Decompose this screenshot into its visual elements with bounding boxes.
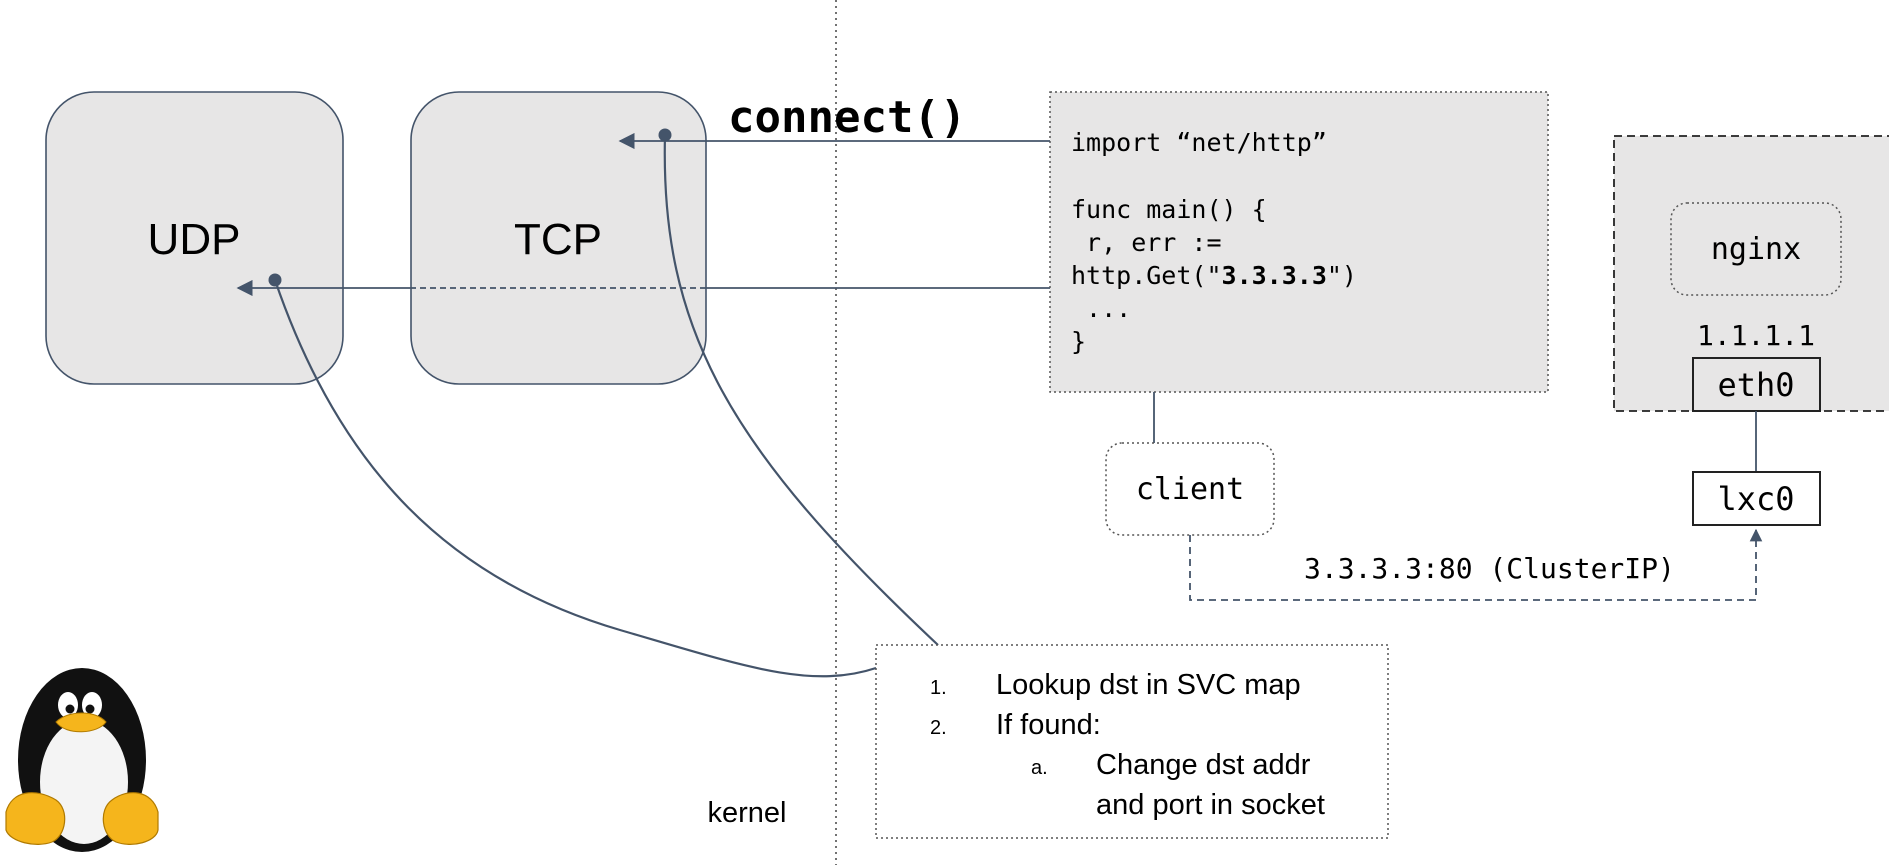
step2a-text-line1: Change dst addr — [1096, 749, 1311, 781]
code-get-ip: 3.3.3.3 — [1222, 261, 1327, 290]
eth0-box — [1692, 357, 1821, 412]
client-label: client — [1136, 472, 1244, 507]
step2-text: If found: — [996, 709, 1101, 741]
tcp-box — [410, 91, 707, 385]
tcp-hook-curve — [663, 134, 939, 646]
step1-number: 1. — [930, 677, 947, 699]
tux-beak — [55, 712, 107, 733]
step2a-letter: a. — [1031, 757, 1048, 779]
code-line-close: } — [1071, 327, 1086, 356]
code-get-suffix: ") — [1327, 261, 1357, 290]
tux-right-foot — [102, 792, 159, 845]
tux-left-pupil — [65, 704, 75, 714]
cluster-ip-label: 3.3.3.3:80 (ClusterIP) — [1304, 552, 1675, 585]
udp-hook-curve — [273, 279, 877, 678]
code-get-prefix: http.Get(" — [1071, 261, 1222, 290]
code-line-import: import “net/http” — [1071, 128, 1327, 157]
connect-syscall-label: connect() — [728, 92, 966, 143]
udp-label: UDP — [148, 215, 241, 264]
lxc0-box — [1692, 471, 1821, 526]
kernel-label: kernel — [708, 797, 787, 829]
lxc0-label: lxc0 — [1717, 480, 1794, 518]
code-line-ellipsis: ... — [1071, 294, 1131, 323]
step2a-text-line2: and port in socket — [1096, 789, 1325, 821]
udp-box — [45, 91, 344, 385]
code-box — [1049, 91, 1549, 393]
step1-text: Lookup dst in SVC map — [996, 669, 1301, 701]
eth0-label: eth0 — [1717, 366, 1794, 404]
tux-right-pupil — [85, 704, 95, 714]
kernel-logic-box — [875, 644, 1389, 839]
cluster-ip-path — [1189, 528, 1763, 601]
client-box — [1105, 442, 1275, 536]
nginx-box — [1670, 202, 1842, 296]
code-line-get: http.Get("3.3.3.3") — [1071, 261, 1357, 290]
step2-number: 2. — [930, 717, 947, 739]
code-line-assign: r, err := — [1071, 228, 1222, 257]
nginx-label: nginx — [1711, 232, 1801, 267]
container-ip-label: 1.1.1.1 — [1697, 319, 1815, 352]
tux-left-foot — [5, 792, 66, 845]
linux-tux-logo — [5, 668, 159, 852]
code-line-func: func main() { — [1071, 195, 1267, 224]
tcp-label: TCP — [514, 215, 602, 264]
